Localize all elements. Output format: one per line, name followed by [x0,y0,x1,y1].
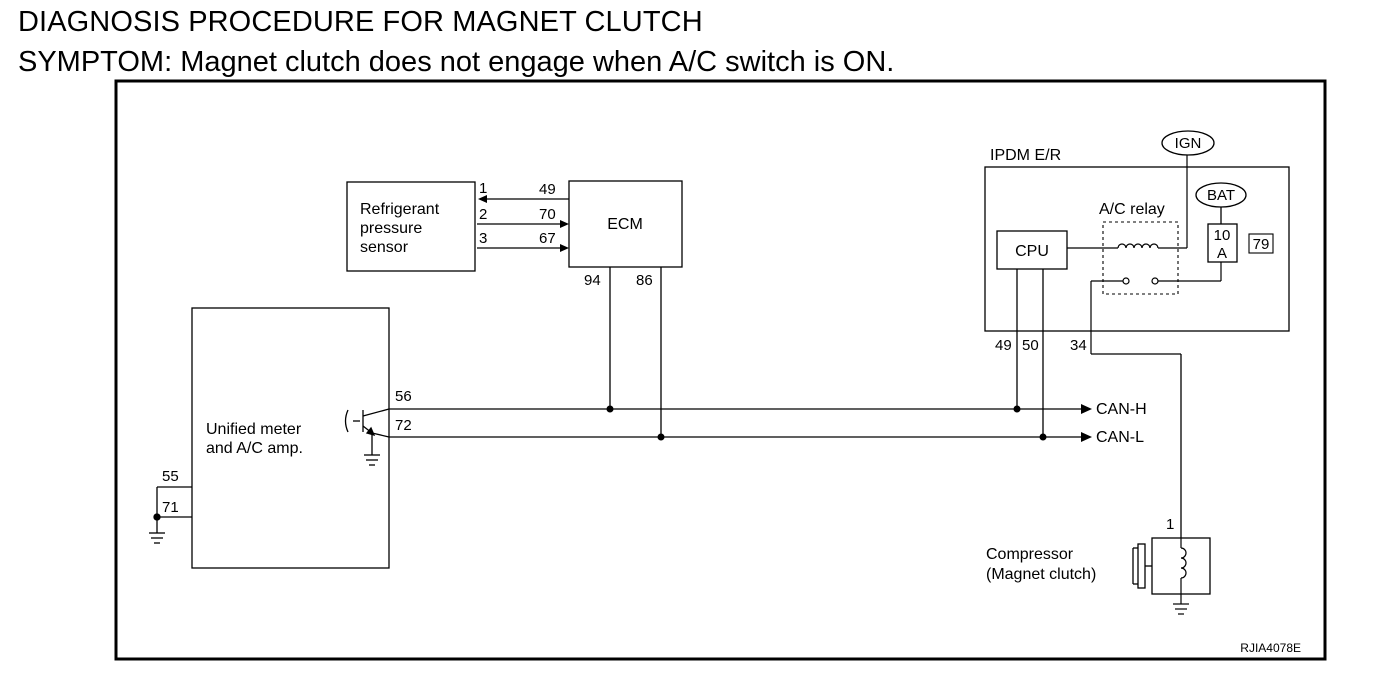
fuse-amp: 10 [1214,227,1231,244]
relay-coil-icon [1067,154,1188,249]
figure-code: RJIA4078E [1240,641,1301,655]
ipdm-er: IPDM E/R CPU A/C relay IGN BAT [984,130,1290,354]
clutch-coil-icon [1173,538,1189,615]
compressor-label-line1: Compressor [986,546,1074,563]
sensor-pin-3: 3 [479,230,487,247]
page-title: DIAGNOSIS PROCEDURE FOR MAGNET CLUTCH [18,6,703,38]
unified-meter-ac-amp: Unified meter and A/C amp. 56 72 55 71 [162,307,412,569]
can-h-label: CAN-H [1096,401,1147,418]
ecm-can-wires [609,267,662,437]
ecm-pin-70: 70 [539,206,556,223]
meter-label-line1: Unified meter [206,421,302,438]
meter-pin-55: 55 [162,468,179,485]
meter-ground-wires [149,486,192,544]
diagram-frame [114,79,1327,661]
compressor-pin-1: 1 [1166,516,1174,533]
ipdm-can-wires [1016,269,1044,437]
sensor-pin-2: 2 [479,206,487,223]
ipdm-label: IPDM E/R [990,147,1061,164]
can-l-label: CAN-L [1096,429,1144,446]
meter-pin-71: 71 [162,499,179,516]
sensor-label-line1: Refrigerant [360,201,440,218]
fuse-icon [1207,223,1238,263]
sensor-label-line2: pressure [360,220,422,237]
relay-contact-icon [1090,262,1222,354]
compressor-magnet-clutch: Compressor (Magnet clutch) 1 [986,516,1211,615]
ign-icon [1161,130,1215,156]
ecm-pin-86: 86 [636,272,653,289]
ecm-pin-67: 67 [539,230,556,247]
ecm-label: ECM [607,216,643,233]
refrigerant-pressure-sensor: Refrigerant pressure sensor 1 2 3 [346,180,487,272]
ecm-pin-49: 49 [539,181,556,198]
bat-label: BAT [1207,187,1235,204]
meter-pin-56: 56 [395,388,412,405]
ecm-unit: ECM 49 70 67 94 86 [539,180,683,289]
fuse-number: 79 [1253,236,1270,253]
sensor-pin-1: 1 [479,180,487,197]
ac-relay-box [1102,221,1179,295]
ipdm-pin-50: 50 [1022,337,1039,354]
ign-label: IGN [1175,135,1202,152]
cpu-box [996,230,1068,270]
fuse-unit: A [1217,245,1227,262]
cpu-label: CPU [1015,243,1049,260]
can-bus [389,404,1092,442]
symptom-text: SYMPTOM: Magnet clutch does not engage w… [18,46,895,78]
bat-icon [1195,182,1247,208]
sensor-label-line3: sensor [360,239,409,256]
meter-label-line2: and A/C amp. [206,440,303,457]
compressor-feed-wire [1091,353,1182,538]
compressor-label-line2: (Magnet clutch) [986,566,1096,583]
transistor-icon [344,408,390,466]
ecm-pin-94: 94 [584,272,601,289]
clutch-plate-icon [1132,543,1152,589]
ipdm-pin-34: 34 [1070,337,1087,354]
fuse-number-box [1248,233,1274,254]
sensor-ecm-wires [477,195,569,252]
ipdm-pin-49: 49 [995,337,1012,354]
meter-pin-72: 72 [395,417,412,434]
ac-relay-label: A/C relay [1099,201,1165,218]
